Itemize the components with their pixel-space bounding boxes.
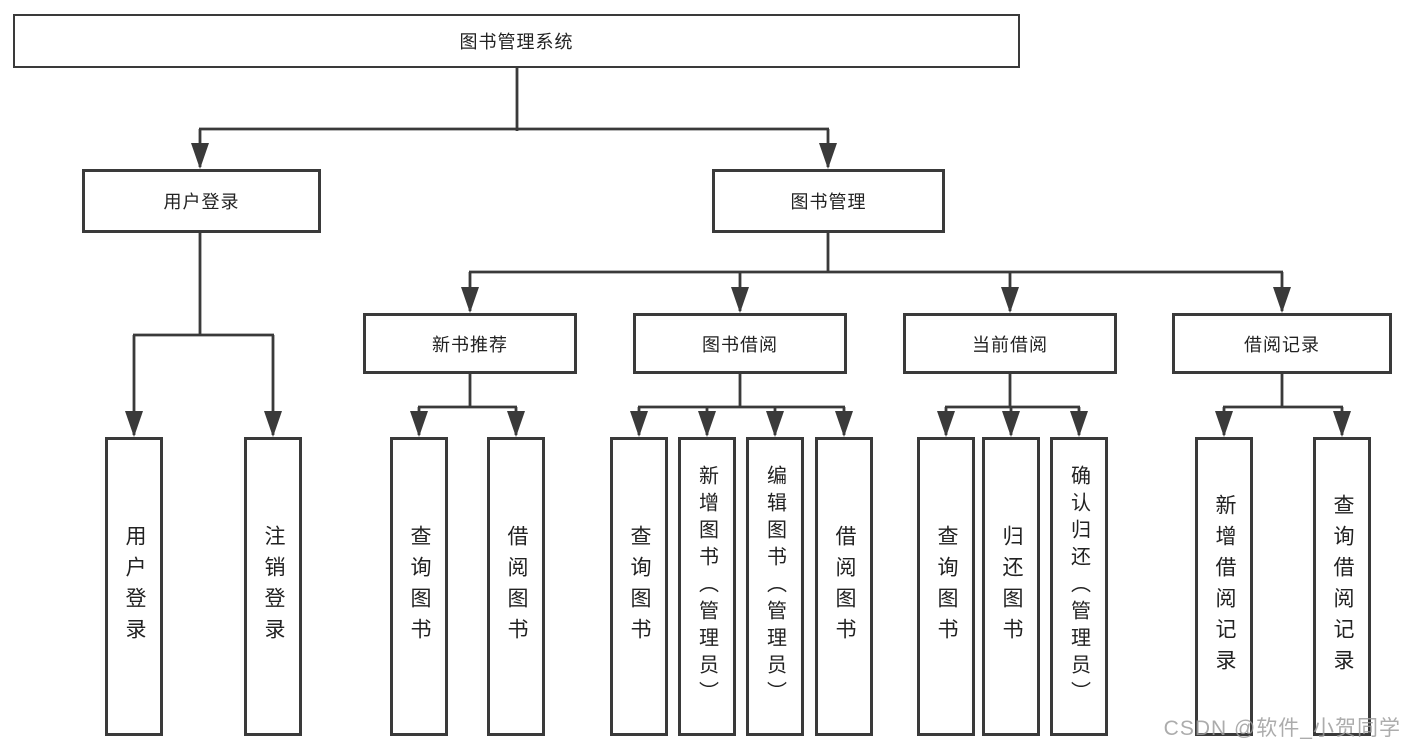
leaf-recommend-borrow-book: 借阅图书 <box>487 437 545 736</box>
leaf-borrowing-add-book-admin-label: 新增图书（管理员） <box>695 465 718 708</box>
leaf-recommend-query-book: 查询图书 <box>390 437 448 736</box>
leaf-logout: 注销登录 <box>244 437 302 736</box>
node-user-login: 用户登录 <box>82 169 321 233</box>
node-borrowing-records: 借阅记录 <box>1172 313 1392 374</box>
leaf-records-add-record: 新增借阅记录 <box>1195 437 1253 736</box>
leaf-records-add-record-label: 新增借阅记录 <box>1213 493 1236 680</box>
node-current-borrowing-label: 当前借阅 <box>972 334 1048 355</box>
node-new-book-recommend: 新书推荐 <box>363 313 577 374</box>
node-book-management: 图书管理 <box>712 169 945 233</box>
leaf-current-confirm-return-admin-label: 确认归还（管理员） <box>1067 465 1090 708</box>
node-root-label: 图书管理系统 <box>459 32 574 52</box>
leaf-borrowing-edit-book-admin: 编辑图书（管理员） <box>746 437 804 736</box>
leaf-current-return-book-label: 归还图书 <box>1000 524 1023 649</box>
leaf-recommend-query-book-label: 查询图书 <box>408 524 431 649</box>
leaf-login: 用户登录 <box>105 437 163 736</box>
leaf-current-return-book: 归还图书 <box>982 437 1040 736</box>
leaf-borrowing-query-book: 查询图书 <box>610 437 668 736</box>
leaf-current-query-book: 查询图书 <box>917 437 975 736</box>
leaf-records-query-record-label: 查询借阅记录 <box>1331 493 1354 680</box>
leaf-login-label: 用户登录 <box>123 524 146 649</box>
node-root: 图书管理系统 <box>13 14 1020 68</box>
leaf-borrowing-add-book-admin: 新增图书（管理员） <box>678 437 736 736</box>
node-user-login-label: 用户登录 <box>163 192 240 212</box>
node-borrowing-records-label: 借阅记录 <box>1244 334 1320 355</box>
leaf-current-query-book-label: 查询图书 <box>935 524 958 649</box>
leaf-records-query-record: 查询借阅记录 <box>1313 437 1371 736</box>
leaf-borrowing-borrow-book: 借阅图书 <box>815 437 873 736</box>
leaf-borrowing-query-book-label: 查询图书 <box>628 524 651 649</box>
leaf-borrowing-edit-book-admin-label: 编辑图书（管理员） <box>763 465 786 708</box>
node-current-borrowing: 当前借阅 <box>903 313 1117 374</box>
csdn-watermark: CSDN @软件_小贺同学 <box>1163 717 1401 740</box>
node-book-management-label: 图书管理 <box>790 192 867 212</box>
node-book-borrowing-label: 图书借阅 <box>702 334 778 355</box>
node-book-borrowing: 图书借阅 <box>633 313 847 374</box>
node-new-book-recommend-label: 新书推荐 <box>432 334 508 355</box>
leaf-current-confirm-return-admin: 确认归还（管理员） <box>1050 437 1108 736</box>
leaf-logout-label: 注销登录 <box>262 524 285 649</box>
leaf-borrowing-borrow-book-label: 借阅图书 <box>833 524 856 649</box>
leaf-recommend-borrow-book-label: 借阅图书 <box>505 524 528 649</box>
